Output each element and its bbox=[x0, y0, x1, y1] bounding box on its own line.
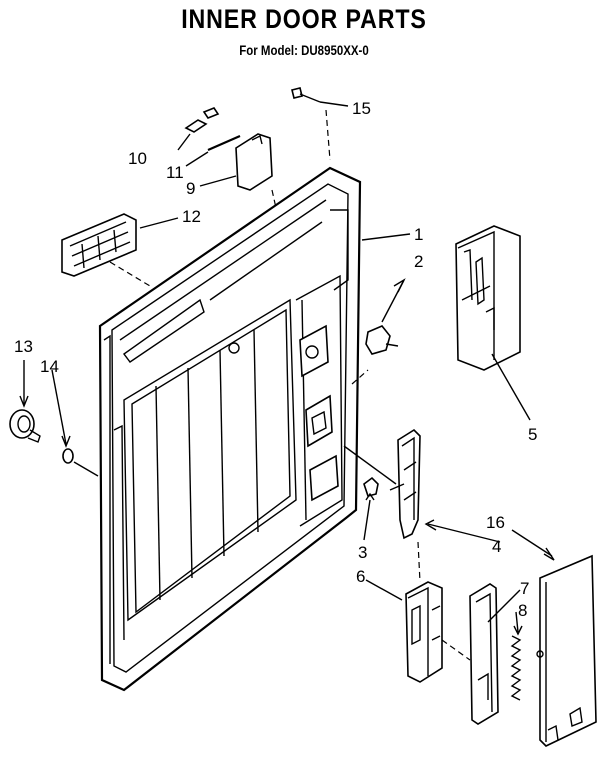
callout-12: 12 bbox=[182, 207, 201, 226]
part-9-cover bbox=[199, 133, 277, 209]
callout-15: 15 bbox=[352, 99, 371, 118]
diagram-title: INNER DOOR PARTS bbox=[181, 4, 427, 34]
part-15-screw bbox=[291, 87, 349, 161]
callout-8: 8 bbox=[518, 601, 527, 620]
leader-part-1 bbox=[361, 233, 411, 241]
callout-6: 6 bbox=[356, 567, 365, 586]
callout-1: 1 bbox=[414, 225, 423, 244]
part-11-pin bbox=[185, 134, 241, 167]
part-8-spring bbox=[510, 611, 523, 701]
part-10-clip bbox=[177, 107, 220, 151]
part-16-side-panel bbox=[511, 529, 597, 747]
part-7-plate bbox=[469, 583, 521, 725]
callout-10: 10 bbox=[128, 149, 147, 168]
inner-door-panel bbox=[98, 166, 362, 692]
part-12-vent bbox=[61, 213, 179, 287]
part-14-washer bbox=[51, 369, 99, 477]
callout-14: 14 bbox=[40, 357, 59, 376]
part-2-clip bbox=[351, 278, 406, 385]
callout-7: 7 bbox=[520, 579, 529, 598]
model-subtitle: For Model: DU8950XX-0 bbox=[239, 42, 369, 58]
part-3-bumper bbox=[363, 476, 379, 541]
part-6-latch-block bbox=[365, 579, 471, 683]
callout-2: 2 bbox=[414, 252, 423, 271]
callout-9: 9 bbox=[186, 179, 195, 198]
callout-11: 11 bbox=[166, 163, 184, 182]
callout-5: 5 bbox=[528, 425, 537, 444]
part-5-latch-housing bbox=[455, 225, 531, 421]
callout-4: 4 bbox=[492, 537, 501, 556]
part-4-latch-arm bbox=[343, 428, 501, 583]
callout-3: 3 bbox=[358, 543, 367, 562]
part-13-knob bbox=[9, 360, 41, 443]
callout-16: 16 bbox=[486, 513, 505, 532]
callout-13: 13 bbox=[14, 337, 33, 356]
